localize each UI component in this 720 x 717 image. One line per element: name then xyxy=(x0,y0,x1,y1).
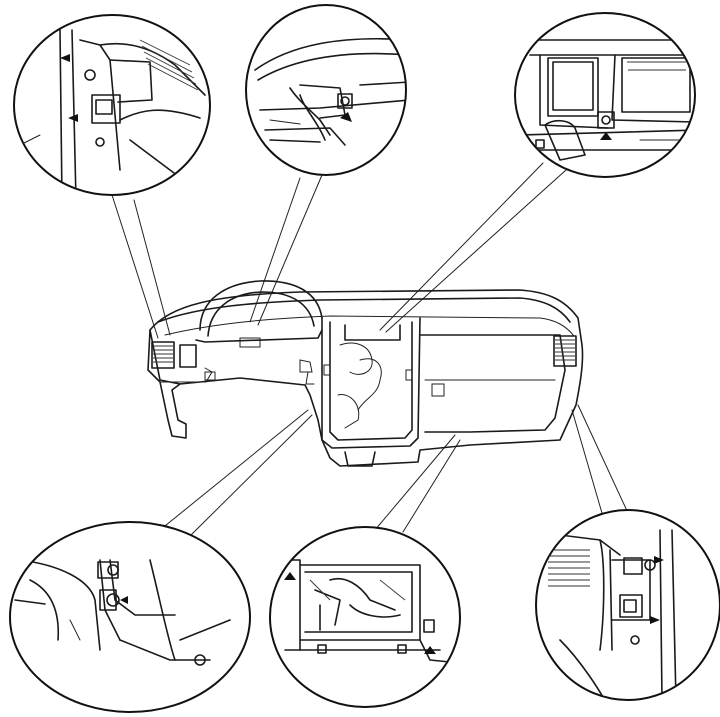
left-lower-lip xyxy=(159,367,213,383)
callout-top-left xyxy=(13,14,211,196)
leader-bottom-center xyxy=(374,434,456,531)
center-bracket xyxy=(299,359,313,373)
instrument-hood-base xyxy=(195,329,323,343)
console-wiring xyxy=(339,342,373,375)
instrument-hood-inner xyxy=(207,291,315,337)
center-bracket-2 xyxy=(305,371,315,385)
right-vent-slats xyxy=(555,339,575,361)
radio-slot xyxy=(344,324,401,341)
callout-bottom-left xyxy=(9,521,251,713)
triangle-arrow-icon xyxy=(60,54,70,62)
leader-bottom-left-2 xyxy=(185,414,313,541)
glovebox-latch xyxy=(431,383,445,397)
callout-bottom-center xyxy=(269,526,461,708)
left-air-vent xyxy=(151,341,175,369)
callout-leaders xyxy=(111,162,629,541)
leader-top-center-2 xyxy=(257,174,323,326)
console-clip xyxy=(405,369,413,381)
triangle-arrow-icon xyxy=(600,132,612,140)
triangle-arrow-icon xyxy=(654,556,664,564)
console-clip-2 xyxy=(323,364,331,376)
dashboard-top-edge xyxy=(157,297,571,323)
triangle-arrow-icon xyxy=(284,572,296,580)
instrument-hood-arch xyxy=(199,280,323,331)
leader-top-left xyxy=(111,194,159,339)
leader-bottom-left xyxy=(159,409,309,531)
leader-top-right-2 xyxy=(385,169,567,333)
callout-circle xyxy=(514,12,696,178)
leader-top-center xyxy=(249,177,301,323)
triangle-arrow-icon xyxy=(68,114,78,122)
dashboard-upper-line xyxy=(164,315,575,337)
leader-bottom-right xyxy=(577,404,629,514)
leader-top-left-2 xyxy=(133,199,171,336)
callout-bottom-right xyxy=(535,509,720,701)
left-end-pillar xyxy=(147,329,187,439)
console-wiring-2 xyxy=(357,358,382,411)
leader-bottom-right-2 xyxy=(571,409,605,521)
leader-top-right xyxy=(379,162,544,331)
callout-circle xyxy=(9,521,251,713)
hood-bracket xyxy=(239,337,261,348)
callout-top-center xyxy=(245,4,407,176)
glovebox-panel xyxy=(419,334,566,433)
console-bottom-tab xyxy=(344,451,376,467)
right-air-vent xyxy=(553,335,577,367)
callout-circle xyxy=(269,526,461,708)
dashboard-outline xyxy=(149,289,584,467)
callout-top-right xyxy=(514,12,696,178)
center-console-frame xyxy=(321,317,421,449)
leader-bottom-center-2 xyxy=(402,439,461,533)
console-wiring-3 xyxy=(337,394,360,429)
triangle-arrow-icon xyxy=(340,112,352,122)
triangle-arrow-icon xyxy=(120,596,128,604)
left-clip xyxy=(204,371,216,381)
left-vent-slats xyxy=(153,345,173,363)
triangle-arrow-icon xyxy=(650,616,660,624)
callout-circle xyxy=(245,4,407,176)
callout-circle xyxy=(535,509,720,701)
center-console-inner xyxy=(329,321,413,441)
dashboard-assembly xyxy=(147,280,584,467)
triangle-arrow-icon xyxy=(424,646,436,654)
left-vent-2 xyxy=(179,344,197,368)
